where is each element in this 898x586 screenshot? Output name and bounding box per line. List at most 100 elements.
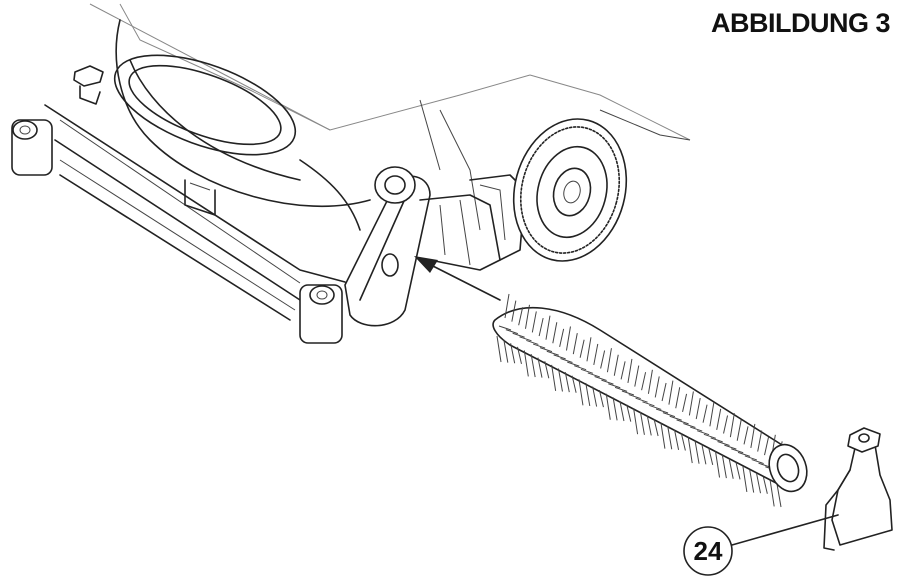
brush-roller (492, 293, 808, 508)
bristle (614, 386, 628, 392)
rear-wheel (512, 109, 691, 262)
bristle (503, 339, 509, 363)
bristle (696, 430, 710, 436)
bristle (690, 426, 703, 432)
bristle (641, 372, 647, 391)
bristle (613, 354, 619, 376)
bristle (735, 462, 741, 480)
bristle (702, 404, 708, 423)
bristle (552, 322, 558, 344)
bristle (653, 418, 659, 437)
bristle (564, 371, 570, 393)
bristle (634, 365, 640, 387)
bristle (587, 372, 600, 378)
bristle (660, 422, 666, 449)
bristle (571, 375, 577, 393)
bristle (756, 473, 762, 494)
bristle (628, 394, 641, 400)
insertion-arrow (414, 256, 501, 301)
bristle (649, 404, 662, 410)
bristle (600, 350, 606, 369)
bristle (523, 350, 529, 377)
bristle (565, 326, 571, 351)
bristle (737, 451, 751, 457)
bristle (776, 483, 782, 508)
bristle (694, 440, 700, 464)
bristle (695, 397, 701, 420)
bristle (709, 402, 715, 427)
bristle (635, 397, 648, 403)
bristle (505, 329, 518, 335)
bristle (546, 350, 559, 356)
bristle (750, 423, 756, 449)
bristle (573, 365, 587, 371)
bristle (728, 458, 734, 479)
bristle (683, 422, 696, 428)
bristle (530, 353, 536, 378)
bristle (721, 455, 727, 479)
bristle (646, 415, 652, 436)
bristle (654, 376, 660, 398)
bristle (539, 347, 553, 353)
bristle (662, 412, 676, 418)
bristle (710, 437, 723, 443)
bristle (736, 419, 742, 441)
bristle (633, 408, 639, 435)
bristle (585, 382, 591, 407)
bristle (769, 480, 775, 507)
bristle (524, 304, 530, 329)
bristle (743, 426, 749, 445)
bristle (519, 336, 532, 342)
machine-housing (89, 3, 691, 231)
bristle (742, 465, 748, 493)
bristle (626, 404, 632, 422)
bristle (605, 393, 611, 420)
brush-arm (344, 166, 526, 327)
bristle (680, 433, 686, 451)
bristle (729, 413, 735, 438)
bristle (510, 343, 516, 364)
bristle (557, 368, 563, 392)
bristle (504, 293, 510, 319)
bristle (723, 415, 729, 434)
bristle (621, 390, 635, 396)
bristle (544, 361, 550, 379)
bristle (716, 408, 722, 430)
bristle (675, 387, 681, 409)
bristle (537, 357, 543, 378)
bristle (717, 441, 730, 446)
bristle (512, 332, 525, 338)
bristle (701, 444, 707, 465)
bristle (647, 369, 653, 394)
bristle (579, 339, 585, 358)
bristle (594, 376, 607, 382)
bristle (667, 426, 673, 450)
bristle (498, 325, 512, 331)
bristle (669, 415, 682, 421)
bristle (511, 300, 517, 322)
bristle (724, 444, 737, 450)
bristle (526, 339, 539, 345)
bristle (518, 307, 524, 326)
bristle (592, 386, 598, 407)
bristle (538, 317, 544, 337)
bristle (639, 411, 645, 435)
bristle (586, 337, 592, 362)
bristle (757, 430, 763, 452)
bristle (688, 391, 694, 416)
bristle (578, 379, 584, 406)
bristle (749, 469, 755, 493)
bristle (687, 436, 693, 464)
bristle (545, 315, 551, 340)
bristle (703, 433, 717, 439)
callout-number: 24 (693, 535, 723, 566)
bristle (682, 393, 688, 412)
bristle (572, 333, 578, 355)
bristle (642, 401, 655, 407)
bristle (601, 379, 614, 385)
bristle (764, 437, 770, 456)
bristle (762, 476, 768, 494)
bristle (668, 380, 674, 405)
figure-title: ABBILDUNG 3 (710, 8, 891, 38)
